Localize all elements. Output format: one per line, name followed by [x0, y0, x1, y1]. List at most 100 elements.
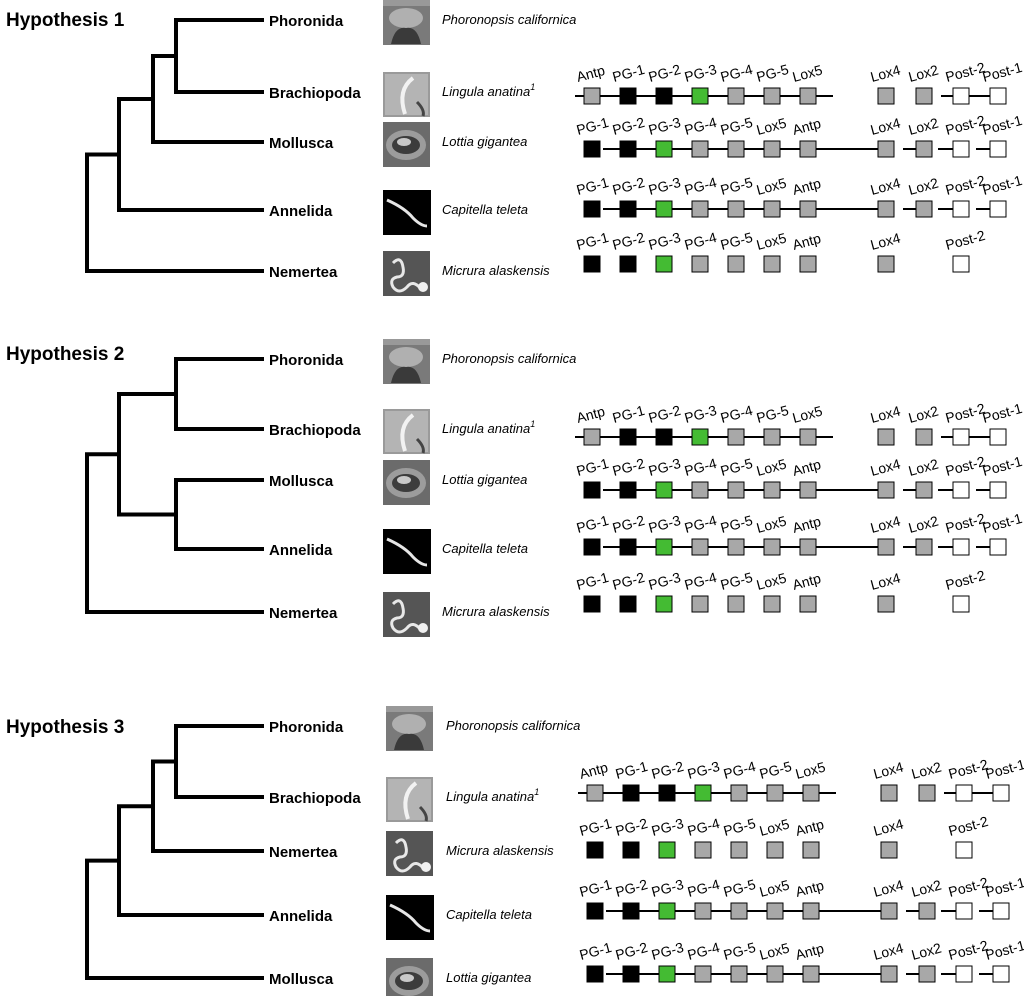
nemertean-photo-icon [386, 831, 433, 876]
gene-label-lox4: Lox4 [869, 230, 903, 253]
gene-box-post-2 [955, 965, 973, 983]
gene-label-antp: Antp [794, 816, 826, 839]
species-name-text: Micrura alaskensis [446, 843, 554, 858]
taxon-name: Brachiopoda [269, 85, 361, 102]
gene-box-pg-1 [619, 428, 637, 446]
gene-box-pg-1 [583, 538, 601, 556]
tree-branch [151, 804, 264, 853]
phylogenetic-tree [85, 724, 264, 980]
gene-label-lox5: Lox5 [791, 403, 825, 426]
gene-box-lox4 [880, 784, 898, 802]
gene-label-antp: Antp [791, 115, 823, 138]
species-name: Capitella teleta [442, 541, 528, 556]
gene-box-pg-4 [694, 902, 712, 920]
taxon-name: Mollusca [269, 971, 334, 988]
gene-label-lox5: Lox5 [755, 570, 789, 593]
species-name: Lingula anatina1 [446, 787, 539, 804]
gene-box-lox4 [880, 902, 898, 920]
gene-label-post-2: Post-2 [944, 567, 987, 593]
species-name: Phoronopsis californica [446, 718, 580, 733]
tree-branch [174, 512, 264, 551]
gene-label-pg-4: PG-4 [683, 569, 719, 593]
species-name-text: Phoronopsis californica [446, 718, 580, 733]
gene-box-lox4 [877, 481, 895, 499]
gene-label-post-1: Post-1 [981, 400, 1024, 426]
species-footnote-mark: 1 [534, 787, 539, 797]
gene-label-post-1: Post-1 [981, 59, 1024, 85]
gene-box-antp [799, 255, 817, 273]
gene-label-pg-3: PG-3 [650, 939, 686, 963]
gene-box-antp [802, 902, 820, 920]
gene-box-lox5 [802, 784, 820, 802]
gene-label-pg-5: PG-5 [719, 229, 755, 253]
species-name: Capitella teleta [446, 907, 532, 922]
gene-box-lox5 [763, 481, 781, 499]
gene-box-pg-1 [583, 595, 601, 613]
gene-label-pg-2: PG-2 [611, 229, 647, 253]
gene-box-pg-3 [658, 965, 676, 983]
gene-label-pg-3: PG-3 [647, 114, 683, 138]
worm-photo-icon [383, 190, 431, 235]
gene-label-pg-4: PG-4 [686, 876, 722, 900]
taxon-name: Brachiopoda [269, 790, 361, 807]
gene-label-post-1: Post-1 [984, 756, 1024, 782]
gene-box-post-2 [952, 140, 970, 158]
gene-label-lox2: Lox2 [907, 62, 941, 85]
taxon-name: Nemertea [269, 605, 338, 622]
gene-box-pg-5 [727, 481, 745, 499]
gene-label-lox5: Lox5 [755, 175, 789, 198]
gene-box-pg-2 [619, 255, 637, 273]
gene-box-post-2 [952, 595, 970, 613]
gene-label-lox4: Lox4 [869, 570, 903, 593]
species-name-text: Micrura alaskensis [442, 263, 550, 278]
gene-box-lox2 [915, 87, 933, 105]
gene-box-pg-1 [586, 902, 604, 920]
brachiopod-photo-icon [386, 777, 433, 822]
gene-box-pg-3 [655, 200, 673, 218]
gene-label-pg-5: PG-5 [722, 815, 758, 839]
gene-box-pg-1 [619, 87, 637, 105]
gene-box-pg-5 [727, 595, 745, 613]
taxon-name: Mollusca [269, 473, 334, 490]
gene-box-antp [802, 841, 820, 859]
species-name: Micrura alaskensis [442, 263, 550, 278]
species-name-text: Capitella teleta [442, 202, 528, 217]
tree-branch [85, 917, 264, 980]
gene-box-lox5 [763, 200, 781, 218]
gene-box-post-1 [989, 87, 1007, 105]
gene-box-lox4 [880, 841, 898, 859]
gene-box-lox5 [763, 538, 781, 556]
gene-box-pg-1 [583, 140, 601, 158]
species-name-text: Lottia gigantea [442, 134, 527, 149]
gene-box-lox2 [918, 784, 936, 802]
gene-box-post-1 [989, 140, 1007, 158]
species-name-text: Lingula anatina [442, 421, 530, 436]
species-name-text: Phoronopsis californica [442, 12, 576, 27]
gene-box-pg-2 [619, 140, 637, 158]
gene-box-pg-2 [619, 200, 637, 218]
gene-label-pg-3: PG-3 [650, 815, 686, 839]
gene-box-pg-2 [622, 965, 640, 983]
gene-label-pg-1: PG-1 [614, 758, 650, 782]
gene-label-lox4: Lox4 [869, 513, 903, 536]
gene-box-pg-3 [694, 784, 712, 802]
gene-box-post-2 [955, 841, 973, 859]
gene-box-pg-4 [727, 87, 745, 105]
gene-box-lox5 [766, 841, 784, 859]
gene-label-pg-1: PG-1 [611, 61, 647, 85]
gene-label-pg-1: PG-1 [611, 402, 647, 426]
gene-box-post-2 [952, 428, 970, 446]
gene-box-post-2 [955, 784, 973, 802]
gene-box-lox5 [766, 902, 784, 920]
